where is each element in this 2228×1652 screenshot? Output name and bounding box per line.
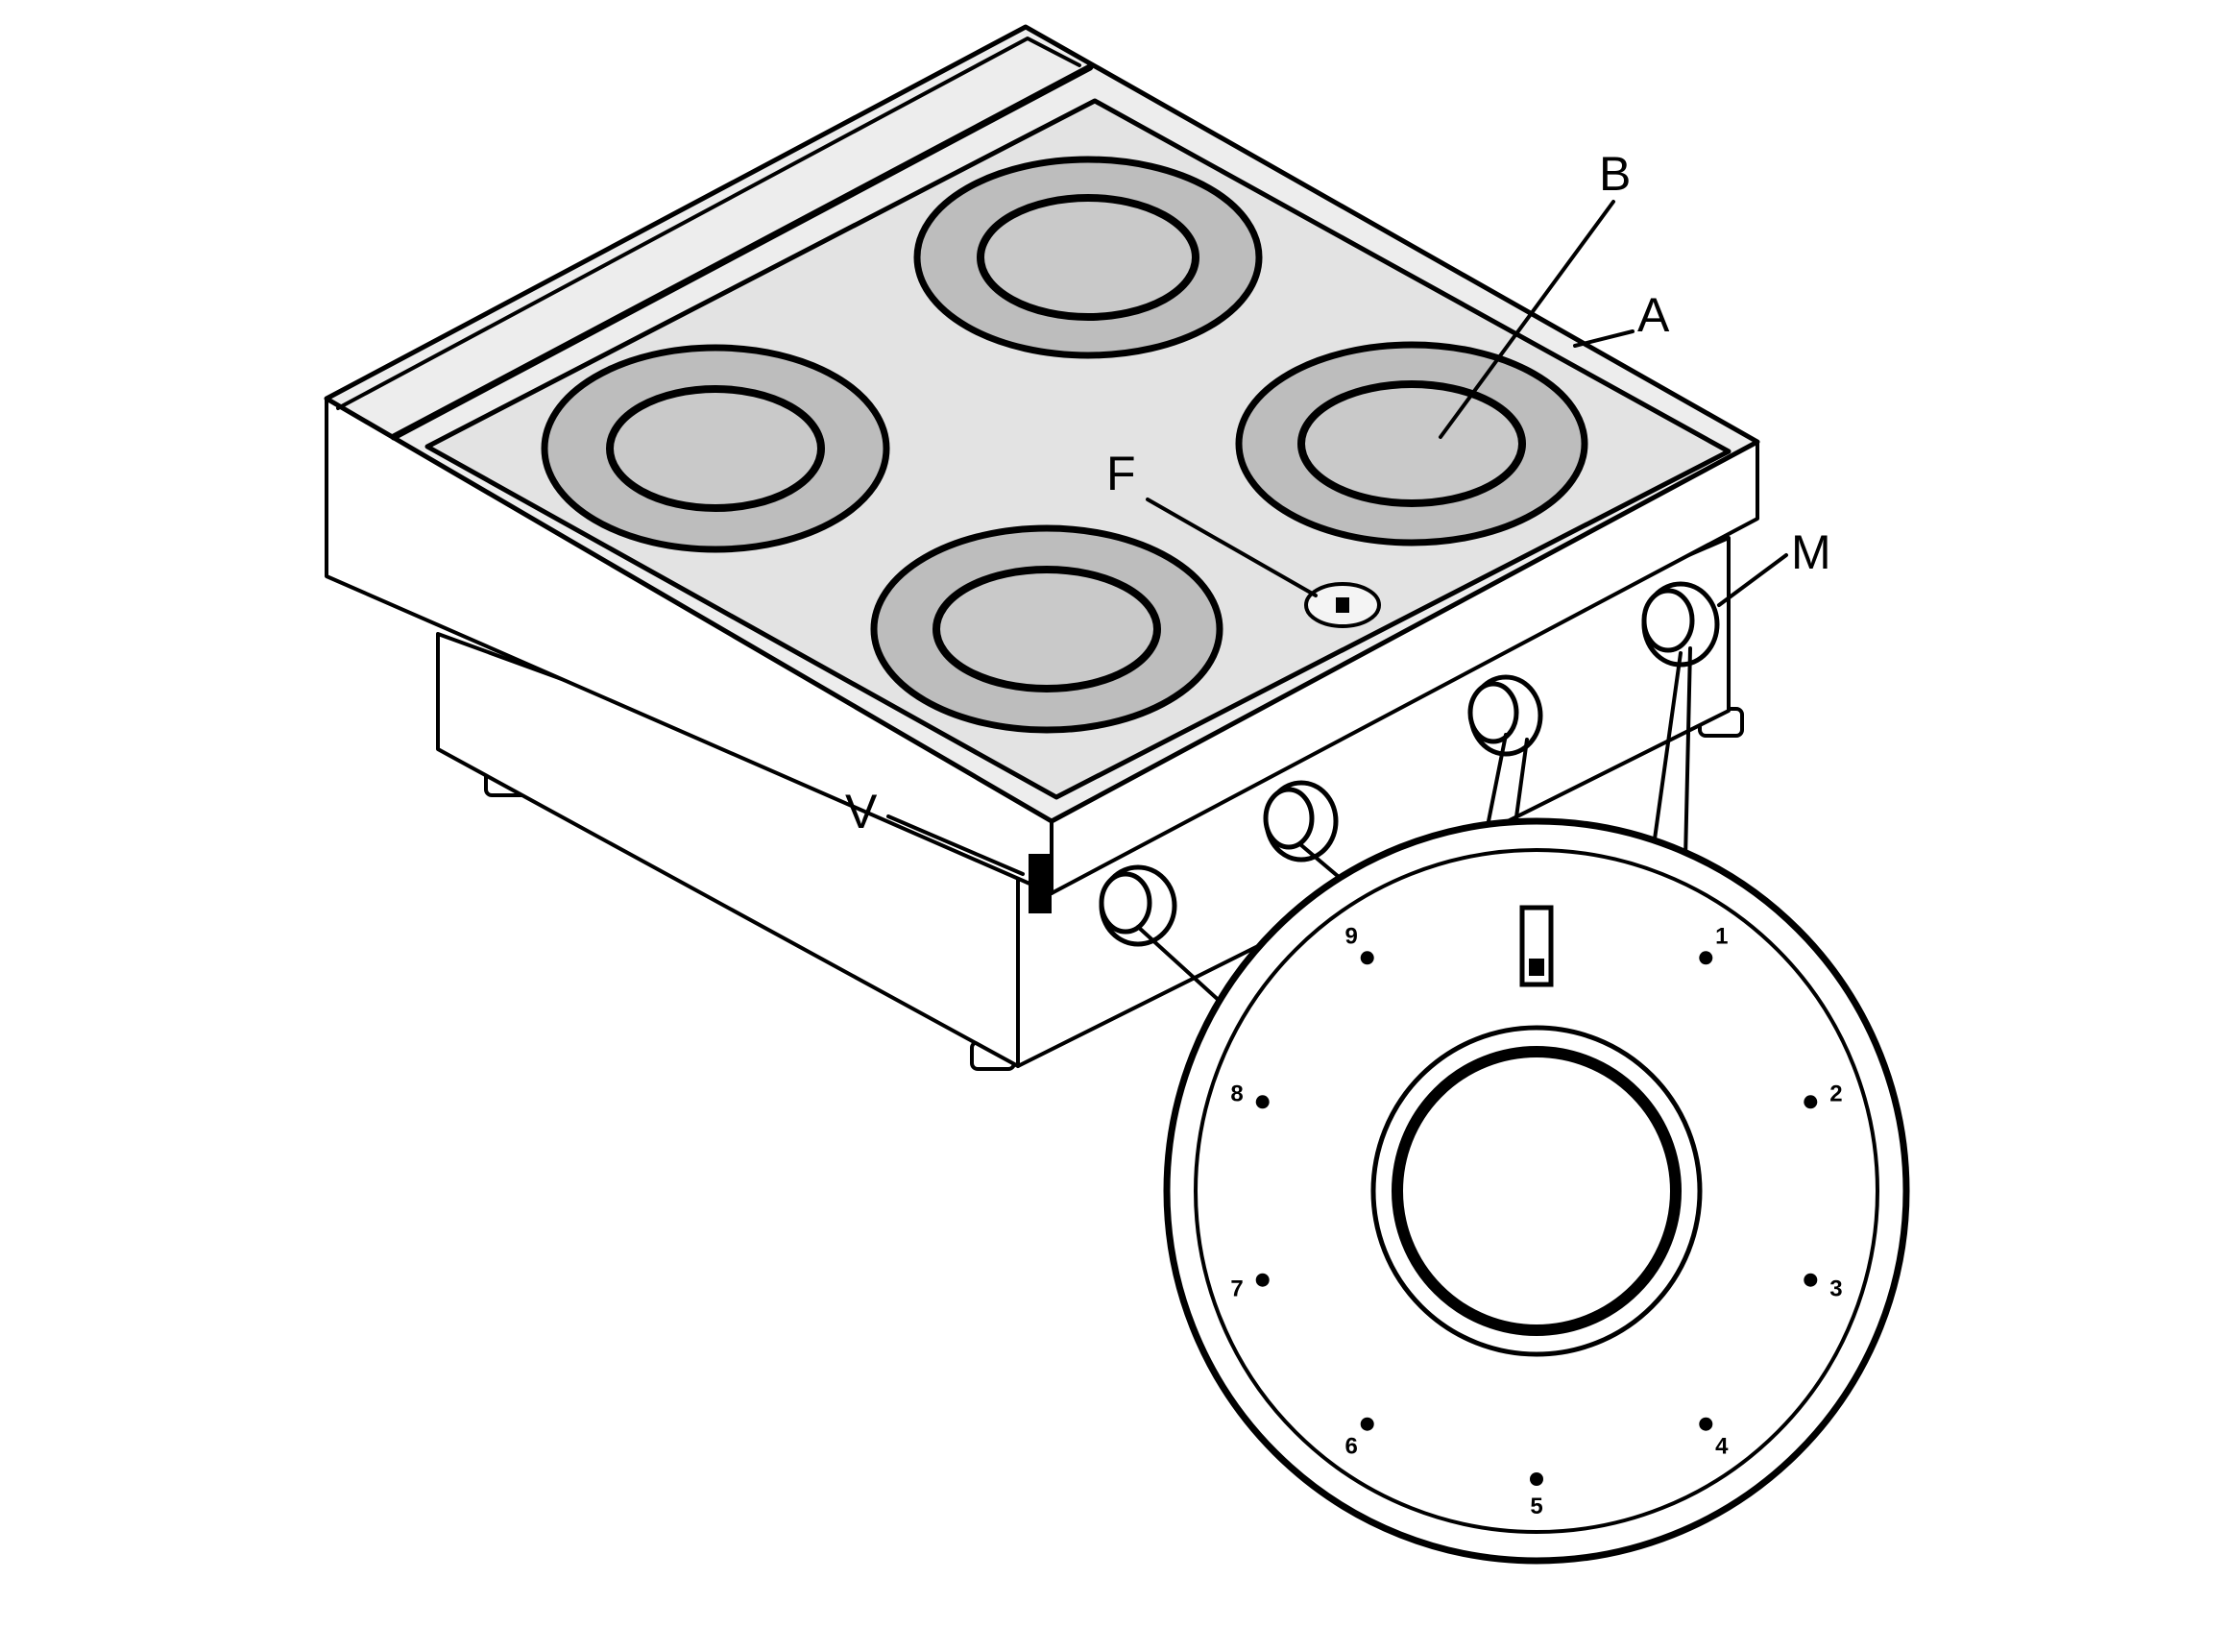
indicator-lamp	[1304, 582, 1381, 628]
dial-tick	[1804, 1273, 1818, 1287]
dial-tick	[1360, 1417, 1374, 1431]
callout-m: M	[1791, 525, 1831, 579]
dial-number: 1	[1715, 924, 1728, 950]
callout-v: V	[845, 785, 878, 838]
dial-number: 3	[1829, 1275, 1842, 1301]
glass-ceramic-top	[424, 98, 1732, 800]
dial-detail: 1 2 3 4 5 6 7 8 9	[1163, 817, 1910, 1565]
dial-tick	[1530, 1472, 1543, 1486]
dial-ticks	[1255, 951, 1818, 1486]
callout-f: F	[1106, 447, 1136, 500]
dial-number: 6	[1345, 1433, 1358, 1459]
callout-b: B	[1599, 147, 1631, 201]
dial-tick	[1699, 951, 1713, 965]
control-knob-3	[1467, 674, 1543, 757]
control-knob-1	[1099, 864, 1177, 947]
dial-tick	[1255, 1273, 1270, 1287]
dial-number: 4	[1715, 1433, 1729, 1459]
control-knob-2	[1263, 780, 1339, 862]
cooking-zone-front	[870, 524, 1223, 734]
cooking-zone-back	[913, 156, 1263, 359]
dial-tick	[1699, 1417, 1713, 1431]
dial-number: 7	[1230, 1275, 1243, 1301]
dial-tick	[1804, 1095, 1818, 1109]
cooking-zone-right	[1235, 341, 1588, 547]
dial-tick	[1360, 951, 1374, 965]
callout-leaders	[886, 200, 1788, 876]
dial-labels: 1 2 3 4 5 6 7 8 9	[1230, 924, 1842, 1519]
dial-number: 8	[1230, 1081, 1243, 1107]
callout-a: A	[1637, 288, 1670, 342]
side-vent-marker	[1029, 854, 1052, 913]
dial-tick	[1255, 1095, 1270, 1109]
dial-number: 5	[1530, 1494, 1542, 1519]
dial-number: 9	[1345, 924, 1358, 950]
dial-number: 2	[1829, 1081, 1842, 1107]
cooking-zone-left	[541, 344, 890, 553]
control-knob-4	[1641, 581, 1720, 668]
